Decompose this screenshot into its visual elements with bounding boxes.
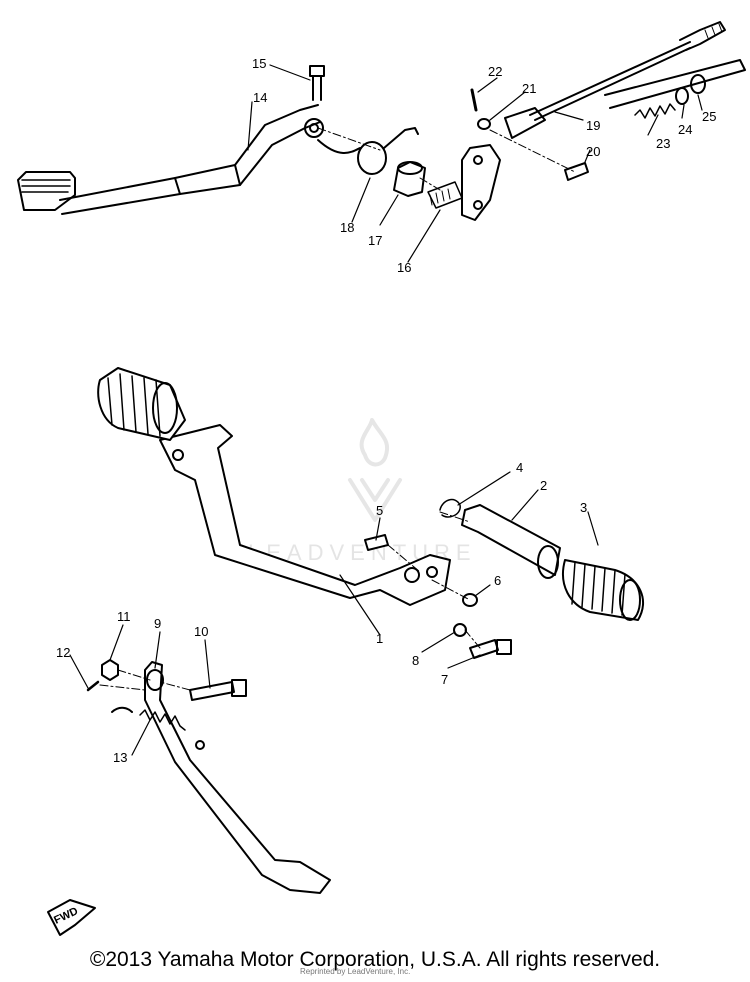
- brake-rod: [504, 21, 726, 139]
- clevis-pin-20: [564, 162, 589, 181]
- footrest-spring: [439, 498, 461, 518]
- label-part-2: 2: [540, 478, 547, 493]
- label-part-10: 10: [194, 624, 208, 639]
- return-spring: [317, 127, 419, 175]
- label-part-18: 18: [340, 220, 354, 235]
- left-footpeg: [97, 367, 186, 441]
- washer-21: [477, 118, 491, 130]
- label-part-24: 24: [678, 122, 692, 137]
- label-part-17: 17: [368, 233, 382, 248]
- reprint-notice: Reprinted by LeadVenture, Inc.: [300, 967, 411, 976]
- bracket-nut: [453, 623, 467, 637]
- label-part-14: 14: [253, 90, 267, 105]
- copyright-footer: ©2013 Yamaha Motor Corporation, U.S.A. A…: [89, 948, 661, 971]
- label-part-4: 4: [516, 460, 523, 475]
- right-footpeg: [562, 559, 644, 621]
- footrest-washer: [462, 593, 478, 607]
- label-part-3: 3: [580, 500, 587, 515]
- side-stand: [144, 661, 331, 894]
- label-part-23: 23: [656, 136, 670, 151]
- label-part-22: 22: [488, 64, 502, 79]
- label-part-21: 21: [522, 81, 536, 96]
- label-part-13: 13: [113, 750, 127, 765]
- clevis-pin: [470, 88, 478, 112]
- bracket-bolt: [469, 639, 512, 659]
- pivot-bolt: [309, 65, 325, 101]
- label-part-7: 7: [441, 672, 448, 687]
- label-part-8: 8: [412, 653, 419, 668]
- watermark-logo: [348, 418, 402, 522]
- cotter-pin: [86, 680, 100, 692]
- brake-pedal-lever: [17, 104, 324, 215]
- label-part-11: 11: [117, 609, 131, 624]
- label-part-25: 25: [702, 109, 716, 124]
- label-part-19: 19: [586, 118, 600, 133]
- leader-lines: [69, 64, 703, 756]
- alignment-lines: [99, 127, 576, 691]
- side-stand-nut: [101, 659, 119, 681]
- label-part-5: 5: [376, 503, 383, 518]
- right-footrest-arm: [461, 504, 561, 579]
- label-part-1: 1: [376, 631, 383, 646]
- side-stand-spring: [111, 706, 186, 731]
- collar-bushing: [393, 161, 426, 197]
- label-part-12: 12: [56, 645, 70, 660]
- forward-direction-marker: FWD: [47, 899, 96, 936]
- label-part-16: 16: [397, 260, 411, 275]
- label-part-9: 9: [154, 616, 161, 631]
- label-part-15: 15: [252, 56, 266, 71]
- label-part-6: 6: [494, 573, 501, 588]
- part-labels: 1 2 3 4 5 6 7 8 9 10 11 12 13 14 15 16 1…: [56, 56, 716, 765]
- label-part-20: 20: [586, 144, 600, 159]
- brake-arm-shaft: [427, 144, 501, 221]
- footrest-bracket: [159, 424, 451, 606]
- side-stand-bolt: [189, 679, 247, 701]
- adjuster-assembly: [604, 59, 746, 119]
